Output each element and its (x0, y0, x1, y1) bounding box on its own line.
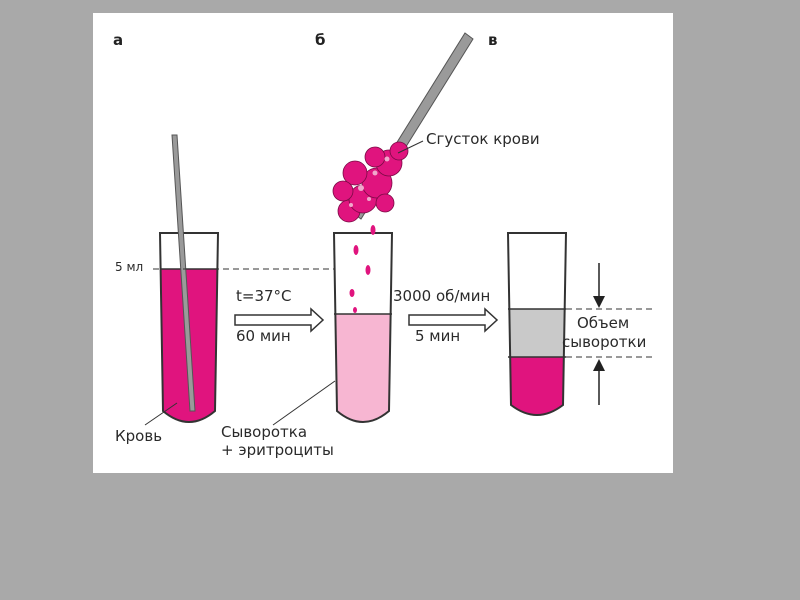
blood-clot (332, 32, 474, 223)
serum-pointer-line (272, 380, 336, 426)
panel-letter-b: б (315, 31, 325, 49)
incubation-arrow (234, 307, 325, 333)
panel-letter-c: в (488, 31, 498, 49)
tube-a (158, 134, 220, 423)
blood-drops (349, 225, 376, 313)
tube-c-serum-layer (508, 309, 566, 357)
serum-label-line2: + эритроциты (221, 441, 334, 459)
centrifuge-time-label: 5 мин (415, 327, 460, 345)
serum-volume-label-line2: сыворотки (562, 333, 646, 351)
serum-volume-label-line1: Объем (577, 314, 629, 332)
tube-a-glass-rod (171, 134, 196, 412)
volume-label: 5 мл (115, 260, 143, 274)
tube-c (506, 232, 568, 416)
clot-label: Сгусток крови (426, 130, 540, 148)
serum-label-line1: Сыворотка (221, 423, 307, 441)
incubation-time-label: 60 мин (236, 327, 291, 345)
temperature-label: t=37°C (236, 287, 292, 305)
blood-clotting-diagram: а б в (113, 31, 653, 459)
tube-b (332, 225, 394, 423)
centrifuge-speed-label: 3000 об/мин (393, 287, 490, 305)
panel-letter-a: а (113, 31, 123, 49)
tube-b-outline (332, 232, 394, 423)
centrifuge-arrow (408, 307, 499, 333)
blood-label: Кровь (115, 427, 162, 445)
blood-pointer-line (144, 402, 178, 426)
clot-pointer-line (397, 140, 424, 154)
tube-c-blood-layer (508, 357, 566, 415)
slide: а б в (93, 13, 673, 473)
tube-b-serum-fill (334, 314, 392, 422)
tube-c-outline (506, 232, 568, 416)
